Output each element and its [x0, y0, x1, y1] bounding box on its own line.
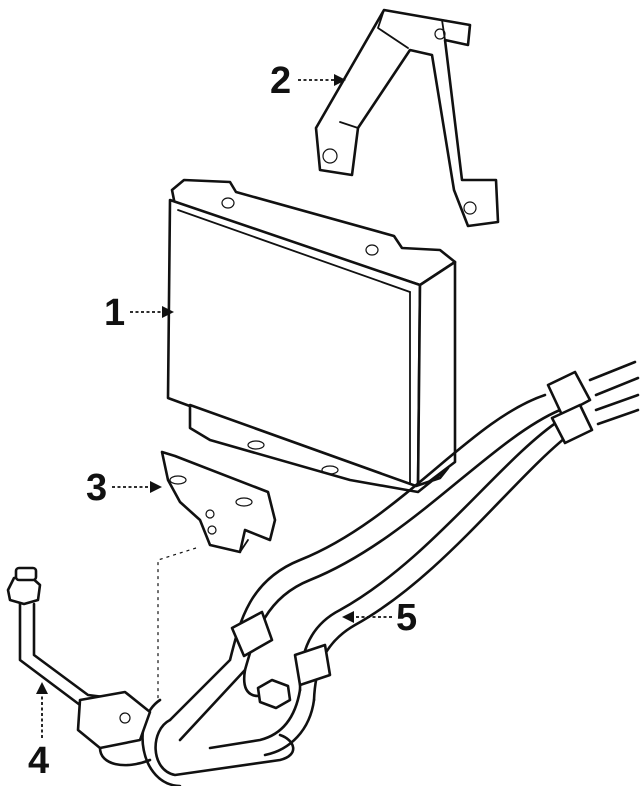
callout-1: 1: [104, 292, 174, 334]
connector-tube[interactable]: [6, 566, 152, 767]
alignment-line: [157, 547, 197, 700]
callout-5-label: 5: [396, 597, 417, 639]
callout-4-label: 4: [28, 740, 49, 782]
callout-1-label: 1: [104, 292, 125, 334]
callout-3-label: 3: [86, 467, 107, 509]
callout-3: 3: [86, 467, 162, 509]
callout-2: 2: [270, 60, 346, 102]
callout-2-label: 2: [270, 60, 291, 102]
oil-cooler[interactable]: [166, 178, 457, 494]
cooler-lines[interactable]: [141, 360, 640, 786]
lower-bracket[interactable]: [160, 450, 277, 554]
callout-5: 5: [342, 597, 417, 639]
upper-bracket[interactable]: [314, 8, 500, 228]
callout-4: 4: [28, 682, 49, 782]
